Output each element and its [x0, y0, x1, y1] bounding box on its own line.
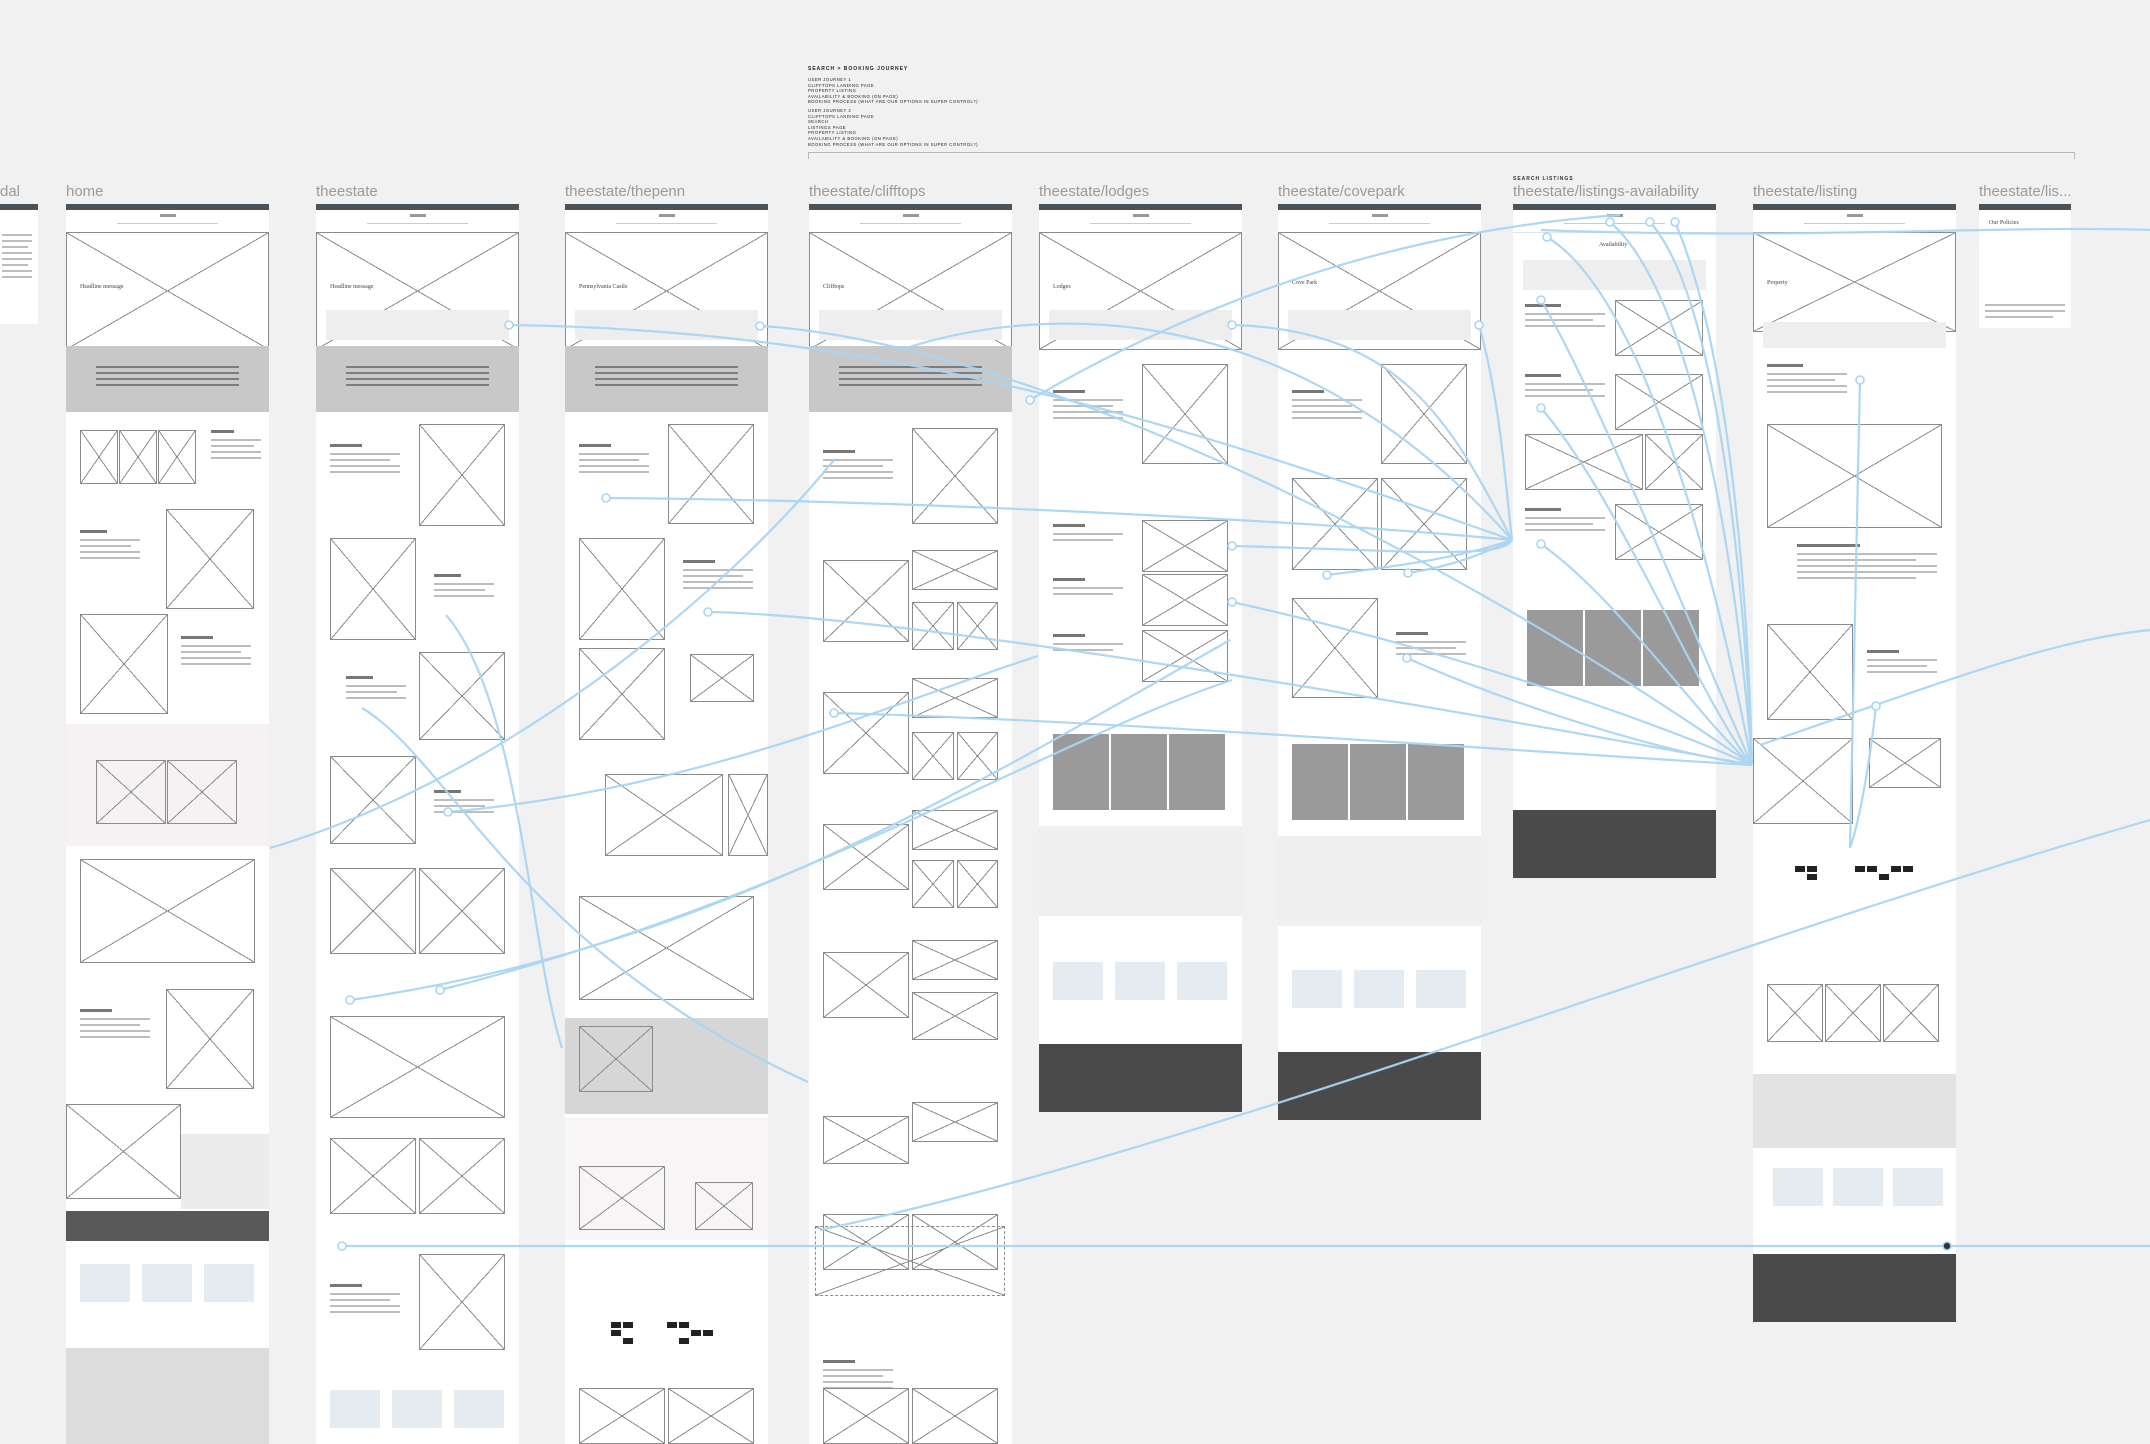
link-arrow: [1547, 237, 1752, 765]
link-arrow: [448, 656, 1038, 812]
link-hotspot: [436, 986, 444, 994]
link-arrows: [270, 215, 2150, 1246]
link-arrow: [1760, 630, 2150, 745]
link-hotspot: [1606, 218, 1614, 226]
link-arrow: [760, 326, 1752, 765]
link-hotspot: [1543, 233, 1551, 241]
link-hotspot: [1872, 702, 1880, 710]
link-hotspot: [505, 321, 513, 329]
link-arrow: [1232, 325, 1512, 540]
link-arrow: [1232, 602, 1752, 765]
link-hotspot: [1856, 376, 1864, 384]
link-hotspot: [1404, 569, 1412, 577]
link-hotspot: [1671, 218, 1679, 226]
link-hotspot: [1537, 296, 1545, 304]
link-hotspot: [1228, 321, 1236, 329]
link-hotspot: [1026, 396, 1034, 404]
link-hotspot: [1646, 218, 1654, 226]
link-hotspot: [444, 808, 452, 816]
link-arrow: [1030, 215, 1620, 400]
link-hotspot: [1228, 598, 1236, 606]
link-hotspot: [704, 608, 712, 616]
link-arrow: [708, 612, 1752, 765]
link-hotspot: [830, 709, 838, 717]
link-arrow: [1850, 380, 1860, 848]
link-arrow: [1327, 540, 1512, 575]
link-arrow: [1541, 229, 2150, 234]
link-arrow: [1232, 540, 1512, 552]
link-arrow: [820, 820, 2150, 1230]
link-hotspot: [1537, 404, 1545, 412]
link-arrow: [270, 460, 834, 848]
link-arrow: [606, 498, 1512, 540]
link-hotspot: [346, 996, 354, 1004]
link-hotspot: [338, 1242, 346, 1250]
link-arrow: [350, 640, 1230, 1000]
link-hotspot: [756, 322, 764, 330]
link-hotspot: [1537, 540, 1545, 548]
link-arrow: [1541, 408, 1752, 765]
link-hotspot: [1403, 654, 1411, 662]
link-hotspot: [1943, 1242, 1951, 1250]
link-hotspot: [602, 494, 610, 502]
link-hotspot: [1228, 542, 1236, 550]
link-hotspot: [1475, 321, 1483, 329]
link-hotspot: [1323, 571, 1331, 579]
link-arrow: [1850, 706, 1876, 848]
link-arrow: [362, 708, 808, 1082]
